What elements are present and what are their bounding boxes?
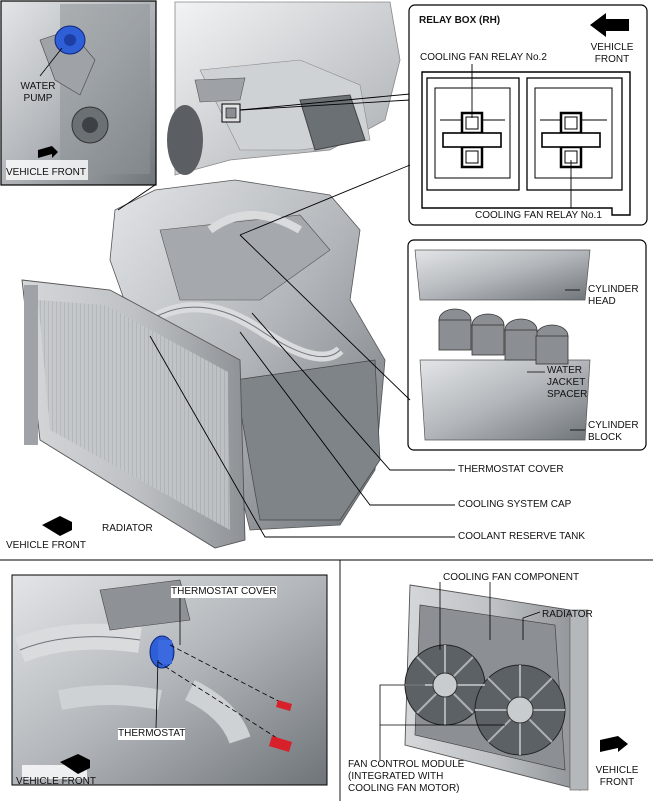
label-relay-box: RELAY BOX (RH) (419, 15, 501, 26)
relay-leader-line-a (239, 93, 411, 111)
label-vehicle-front-main: VEHICLE FRONT (6, 540, 87, 551)
vehicle-front-view (165, 1, 401, 176)
arrow-left-icon (590, 13, 629, 37)
bolt-upper (276, 700, 292, 711)
label-water-jacket-spacer: WATER JACKET SPACER (547, 365, 588, 400)
radiator-main (21, 279, 246, 549)
relay-2-shape (442, 111, 502, 169)
thermostat-highlight (149, 635, 175, 669)
relay-leader-line-b (239, 99, 411, 111)
bolt-lower (269, 736, 292, 752)
arrow-left-icon (60, 754, 90, 774)
label-thermostat-cover: THERMOSTAT COVER (458, 464, 564, 475)
label-cooling-fan-relay-2: COOLING FAN RELAY No.2 (420, 52, 547, 63)
cooling-fan-assembly (404, 584, 589, 791)
thermostat-detail (11, 574, 328, 786)
label-thermostat-cover-detail: THERMOSTAT COVER (171, 586, 277, 598)
label-vehicle-front-relay: VEHICLE FRONT (590, 42, 634, 65)
relay-1-shape (541, 111, 601, 169)
relay-box-inset (408, 4, 648, 226)
water-pump-inset (0, 0, 157, 186)
label-thermostat: THERMOSTAT (118, 728, 186, 740)
label-radiator: RADIATOR (102, 523, 153, 534)
label-radiator-fan: RADIATOR (542, 609, 593, 620)
label-fan-control-module: FAN CONTROL MODULE (INTEGRATED WITH COOL… (348, 759, 465, 794)
label-cooling-fan-component: COOLING FAN COMPONENT (443, 572, 580, 583)
label-vehicle-front-thermo: VEHICLE FRONT (16, 776, 97, 787)
arrow-forward-icon (600, 736, 628, 752)
water-jacket-spacer-shape (438, 308, 569, 365)
label-cooling-system-cap: COOLING SYSTEM CAP (458, 499, 572, 510)
arrow-left-icon (42, 516, 72, 536)
label-cylinder-block: CYLINDER BLOCK (588, 420, 639, 443)
label-water-pump: WATER PUMP (20, 81, 56, 104)
cylinder-inset (407, 239, 647, 451)
label-vehicle-front-fan: VEHICLE FRONT (595, 765, 639, 788)
label-coolant-reserve-tank: COOLANT RESERVE TANK (458, 531, 586, 542)
arrow-forward-icon (38, 146, 58, 158)
label-cooling-fan-relay-1: COOLING FAN RELAY No.1 (475, 210, 602, 221)
water-pump-highlight (54, 25, 86, 55)
engine-assembly (109, 179, 386, 531)
label-cylinder-head: CYLINDER HEAD (588, 284, 639, 307)
label-vehicle-front-inset: VEHICLE FRONT (6, 167, 87, 178)
